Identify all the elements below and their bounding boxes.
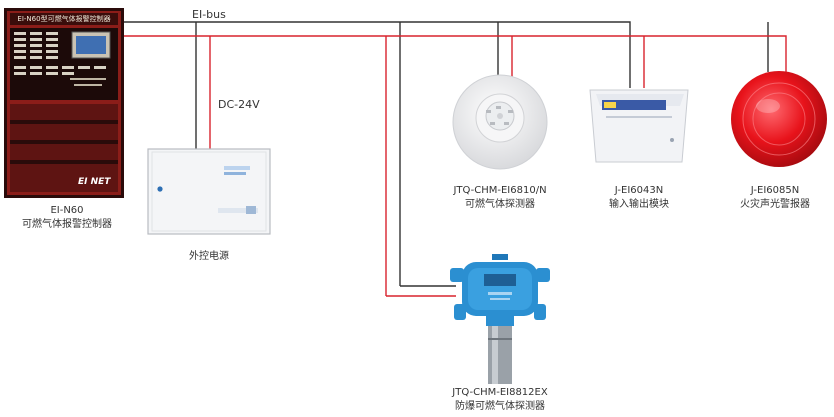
controller-device: EI-N60型可燃气体报警控制器 EI NET [4, 8, 124, 198]
explosion-detector-device [448, 254, 552, 386]
io-module-image [589, 89, 689, 163]
alarm-image [731, 71, 827, 167]
bus-label: EI-bus [192, 8, 226, 21]
power-supply-device [146, 148, 272, 236]
alarm-caption: J-EI6085N 火灾声光警报器 [716, 184, 834, 212]
alarm-model: J-EI6085N [750, 185, 800, 196]
power-supply-name: 外控电源 [189, 251, 229, 262]
explosion-detector-name: 防爆可燃气体探测器 [455, 401, 545, 412]
gas-detector-name: 可燃气体探测器 [465, 199, 535, 210]
controller-caption: EI-N60 可燃气体报警控制器 [4, 204, 130, 232]
gas-detector-device [450, 72, 550, 172]
io-module-device [588, 86, 690, 166]
controller-brand: EI NET [78, 177, 111, 187]
io-module-model: J-EI6043N [614, 185, 664, 196]
controller-panel-title: EI-N60型可燃气体报警控制器 [17, 15, 111, 23]
explosion-detector-image [450, 254, 550, 384]
io-module-name: 输入输出模块 [609, 199, 669, 210]
bus-wires [124, 21, 769, 287]
alarm-name: 火灾声光警报器 [740, 199, 810, 210]
explosion-detector-model: JTQ-CHM-EI8812EX [452, 387, 548, 398]
controller-model: EI-N60 [50, 205, 84, 216]
gas-detector-image [452, 74, 548, 170]
gas-detector-model: JTQ-CHM-EI6810/N [453, 185, 547, 196]
power-supply-caption: 外控电源 [146, 250, 272, 264]
power-supply-image [147, 148, 271, 235]
power-wires [124, 35, 787, 297]
controller-image [4, 8, 124, 198]
alarm-device [728, 68, 830, 170]
controller-name: 可燃气体报警控制器 [22, 219, 112, 230]
bus-main-line [124, 21, 631, 88]
power-label: DC-24V [218, 98, 260, 111]
io-module-caption: J-EI6043N 输入输出模块 [580, 184, 698, 212]
gas-detector-caption: JTQ-CHM-EI6810/N 可燃气体探测器 [440, 184, 560, 212]
power-main-line [124, 35, 787, 72]
explosion-detector-caption: JTQ-CHM-EI8812EX 防爆可燃气体探测器 [420, 386, 580, 414]
